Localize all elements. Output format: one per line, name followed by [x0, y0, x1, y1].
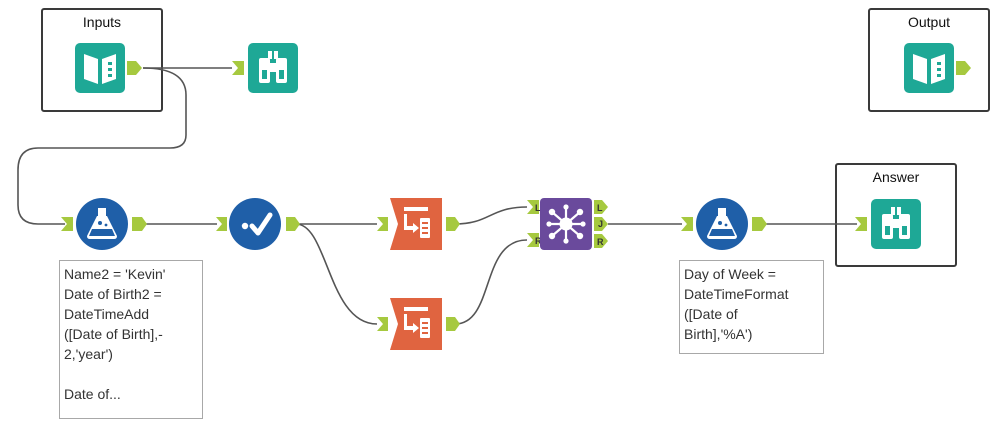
container-inputs[interactable]: Inputs	[41, 8, 163, 112]
summarize-tool[interactable]	[377, 198, 460, 250]
binoculars-icon	[882, 207, 910, 239]
flask-icon	[707, 208, 737, 239]
output-anchor	[752, 217, 767, 231]
input-anchor	[681, 217, 693, 231]
input-anchor	[216, 217, 227, 231]
formula-annotation: Name2 = 'Kevin' Date of Birth2 = DateTim…	[59, 260, 203, 419]
formula-tool[interactable]	[681, 198, 767, 250]
summarize-icon	[404, 207, 430, 238]
output-anchor	[446, 217, 460, 231]
anchor-label: R	[597, 237, 604, 247]
join-tool[interactable]: L R	[527, 198, 608, 250]
input-anchor	[377, 217, 388, 231]
anchor-label: L	[597, 203, 603, 213]
join-output-join-anchor	[594, 217, 608, 231]
connection-line	[454, 206, 528, 225]
anchor-label: R	[535, 236, 542, 246]
formula-annotation: Day of Week = DateTimeFormat ([Date of B…	[679, 260, 824, 354]
container-title: Output	[907, 14, 951, 30]
container-title: Answer	[872, 169, 920, 185]
anchor-label: J	[598, 219, 603, 229]
input-data-tool[interactable]	[904, 43, 971, 93]
flask-icon	[87, 208, 117, 239]
container-output[interactable]: Output	[868, 8, 990, 112]
output-anchor	[956, 61, 971, 75]
binoculars-icon	[259, 51, 287, 83]
summarize-icon	[404, 307, 430, 338]
join-left-anchor	[527, 200, 539, 214]
browse-tool[interactable]	[855, 199, 921, 249]
join-right-anchor	[527, 233, 539, 247]
connection-line	[454, 239, 528, 325]
output-anchor	[286, 217, 300, 231]
summarize-tool[interactable]	[377, 298, 460, 350]
container-title: Inputs	[82, 14, 122, 30]
checkmark-icon	[241, 212, 273, 236]
anchor-label: L	[535, 203, 541, 213]
input-anchor	[61, 217, 73, 231]
output-anchor	[127, 61, 142, 75]
input-anchor	[377, 317, 388, 331]
input-data-tool[interactable]	[75, 43, 142, 93]
connection-line	[17, 67, 187, 225]
output-anchor	[446, 317, 460, 331]
book-icon	[913, 54, 945, 84]
select-tool[interactable]	[216, 198, 300, 250]
input-anchor	[232, 61, 244, 75]
output-anchor	[132, 217, 147, 231]
formula-tool[interactable]	[61, 198, 147, 250]
input-anchor	[855, 217, 867, 231]
browse-tool[interactable]	[232, 43, 298, 93]
book-icon	[84, 54, 116, 84]
connection-line	[295, 223, 378, 325]
join-output-left-anchor	[594, 200, 608, 214]
join-output-right-anchor	[594, 234, 608, 248]
